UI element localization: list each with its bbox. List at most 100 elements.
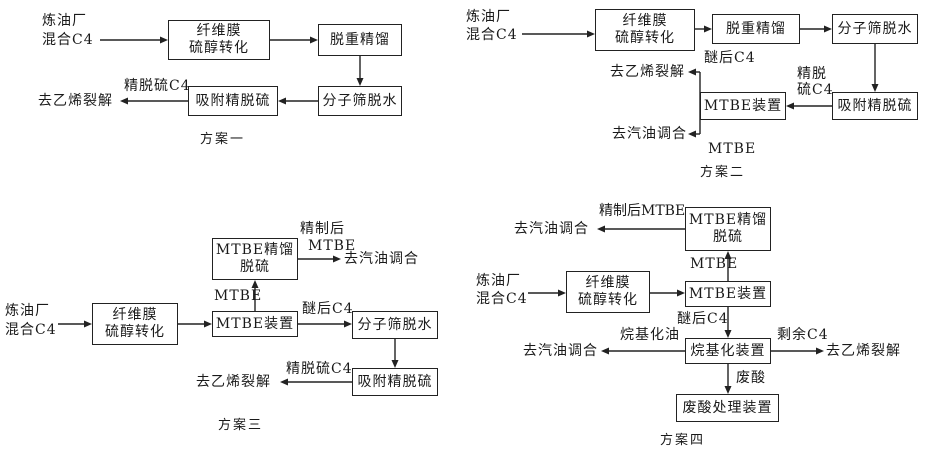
- s1-deheavy-label: 脱重精馏: [330, 31, 390, 48]
- s2-fiber-unit-line1: 纤维膜: [622, 13, 668, 29]
- s3-fiber-unit-line2: 硫醇转化: [105, 324, 165, 340]
- s4-arrow-mtbe-to-distillation-head: [724, 251, 732, 259]
- s2-arrow-feed-to-fiber-head: [587, 30, 595, 38]
- s3-adsorption-unit: 吸附精脱硫: [352, 368, 438, 396]
- s3-fiber-membrane-unit: 纤维膜 硫醇转化: [92, 303, 178, 345]
- s4-arrow-fiber-to-mtbe-head: [677, 289, 685, 297]
- s1-feed-line1: 炼油厂: [42, 13, 87, 29]
- s2-arrow-fiber-to-deheavy-head: [704, 25, 712, 33]
- s3-arrow-fiber-to-mtbe: [178, 320, 212, 328]
- s4-caption: 方案四: [660, 433, 706, 448]
- s2-dest-gasoline: 去汽油调合: [612, 126, 687, 142]
- s2-arrow-to-gasoline-head: [688, 130, 696, 138]
- s3-arrow-mtbe-to-dehydration-head: [344, 320, 352, 328]
- s2-stream-fine-desulf-line2: 硫C4: [797, 82, 834, 98]
- s4-dest-gasoline-top: 去汽油调合: [514, 221, 589, 237]
- s3-molecular-sieve-unit: 分子筛脱水: [352, 311, 438, 339]
- s1-molecular-sieve-unit: 分子筛脱水: [318, 86, 402, 116]
- s1-adsorption-label: 吸附精脱硫: [195, 92, 271, 109]
- s4-mtbe-unit: MTBE装置: [685, 281, 771, 307]
- s3-feed-line1: 炼油厂: [5, 303, 50, 319]
- s4-stream-residual-c4: 剩余C4: [777, 327, 829, 343]
- s2-molecular-sieve-unit: 分子筛脱水: [832, 14, 918, 44]
- s2-mtbe-unit: MTBE装置: [700, 92, 786, 120]
- s2-stream-mtbe: MTBE: [708, 141, 757, 157]
- s3-arrow-adsorption-to-ethylene: [280, 378, 352, 386]
- s1-dest-ethylene: 去乙烯裂解: [38, 93, 113, 109]
- s4-arrow-mtbe-to-distillation: [724, 251, 732, 281]
- s3-dehydration-label: 分子筛脱水: [357, 316, 433, 333]
- s2-fiber-unit-line2: 硫醇转化: [615, 30, 675, 46]
- s4-stream-ether-c4: 醚后C4: [677, 311, 729, 327]
- s2-arrow-to-ethylene-head: [688, 68, 696, 76]
- s3-distillation-line2: 脱硫: [240, 259, 270, 275]
- s4-distillation-line1: MTBE精馏: [688, 212, 768, 228]
- s4-stream-alkylate: 烷基化油: [620, 327, 680, 343]
- s4-spent-acid-label: 废酸处理装置: [682, 399, 773, 416]
- s4-arrow-feed-to-fiber: [528, 289, 566, 297]
- s3-mtbe-unit: MTBE装置: [212, 311, 298, 337]
- s2-dest-ethylene: 去乙烯裂解: [610, 64, 685, 80]
- s4-mtbe-label: MTBE装置: [688, 285, 768, 302]
- s3-arrow-dehydration-to-adsorption-head: [391, 360, 399, 368]
- s4-arrow-distillation-to-gasoline-head: [597, 225, 605, 233]
- s4-arrow-alkylation-to-gasoline: [601, 347, 685, 355]
- s1-fiber-unit-line1: 纤维膜: [196, 23, 242, 39]
- s1-dehydration-label: 分子筛脱水: [322, 92, 398, 109]
- s2-feed-line1: 炼油厂: [466, 9, 511, 25]
- s2-adsorption-unit: 吸附精脱硫: [832, 92, 918, 120]
- s3-arrow-mtbe-to-distillation-head: [251, 280, 259, 288]
- s2-deheavy-distillation-unit: 脱重精馏: [712, 14, 800, 44]
- s3-stream-refined-line1: 精制后: [300, 221, 345, 237]
- s4-feed-line2: 混合C4: [476, 291, 528, 307]
- s4-mtbe-distillation-unit: MTBE精馏 脱硫: [685, 207, 771, 251]
- s2-arrow-adsorption-to-mtbe: [786, 102, 832, 110]
- s4-dest-ethylene: 去乙烯裂解: [826, 343, 901, 359]
- s4-arrow-feed-to-fiber-head: [558, 289, 566, 297]
- s4-arrow-mtbe-to-alkylation: [724, 307, 732, 338]
- s2-stream-fine-desulf-line1: 精脱: [797, 66, 827, 82]
- s3-distillation-line1: MTBE精馏: [215, 242, 295, 258]
- s1-arrow-feed-to-fiber: [100, 36, 168, 44]
- s4-feed-line1: 炼油厂: [476, 273, 521, 289]
- s2-arrow-adsorption-to-mtbe-head: [786, 102, 794, 110]
- s2-arrow-to-gasoline: [688, 130, 700, 138]
- s2-fiber-membrane-unit: 纤维膜 硫醇转化: [595, 9, 695, 51]
- s3-arrow-fiber-to-mtbe-head: [204, 320, 212, 328]
- s3-dest-ethylene: 去乙烯裂解: [196, 374, 271, 390]
- s4-fiber-unit-line1: 纤维膜: [585, 275, 631, 291]
- s1-arrow-dehydration-to-adsorption: [278, 97, 318, 105]
- s4-arrow-distillation-to-gasoline: [597, 225, 685, 233]
- s1-arrow-dehydration-to-adsorption-head: [278, 97, 286, 105]
- s1-adsorption-unit: 吸附精脱硫: [188, 86, 278, 116]
- s4-arrow-alkylation-to-spent-acid: [724, 364, 732, 394]
- s4-arrow-alkylation-to-ethylene: [771, 347, 824, 355]
- s4-alkylation-unit: 烷基化装置: [685, 338, 771, 364]
- s3-fiber-unit-line1: 纤维膜: [112, 307, 158, 323]
- s2-dehydration-label: 分子筛脱水: [837, 20, 913, 37]
- s2-deheavy-label: 脱重精馏: [726, 20, 786, 37]
- s3-arrow-feed-to-fiber: [58, 320, 92, 328]
- s2-arrow-dehydration-to-adsorption-head: [871, 84, 879, 92]
- s2-mtbe-label: MTBE装置: [703, 97, 783, 114]
- s3-stream-mtbe: MTBE: [214, 288, 263, 304]
- s4-stream-spent-acid: 废酸: [736, 370, 766, 386]
- s1-stream-fine-desulf: 精脱硫C4: [124, 78, 191, 94]
- s3-stream-fine-desulf: 精脱硫C4: [286, 361, 353, 377]
- s3-arrow-dehydration-to-adsorption: [391, 339, 399, 368]
- s4-spent-acid-treatment-unit: 废酸处理装置: [676, 394, 779, 422]
- s2-caption: 方案二: [700, 165, 746, 180]
- s4-arrow-mtbe-to-alkylation-head: [724, 330, 732, 338]
- s2-arrow-fiber-to-deheavy: [695, 25, 712, 33]
- s4-arrow-fiber-to-mtbe: [650, 289, 685, 297]
- s1-arrow-feed-to-fiber-head: [160, 36, 168, 44]
- s3-mtbe-label: MTBE装置: [215, 315, 295, 332]
- s1-fiber-membrane-unit: 纤维膜 硫醇转化: [168, 20, 270, 60]
- s4-arrow-alkylation-to-ethylene-head: [816, 347, 824, 355]
- s3-arrow-adsorption-to-ethylene-head: [280, 378, 288, 386]
- s1-deheavy-distillation-unit: 脱重精馏: [318, 24, 402, 56]
- s3-stream-ether-c4: 醚后C4: [302, 301, 354, 317]
- s1-fiber-unit-line2: 硫醇转化: [189, 40, 249, 56]
